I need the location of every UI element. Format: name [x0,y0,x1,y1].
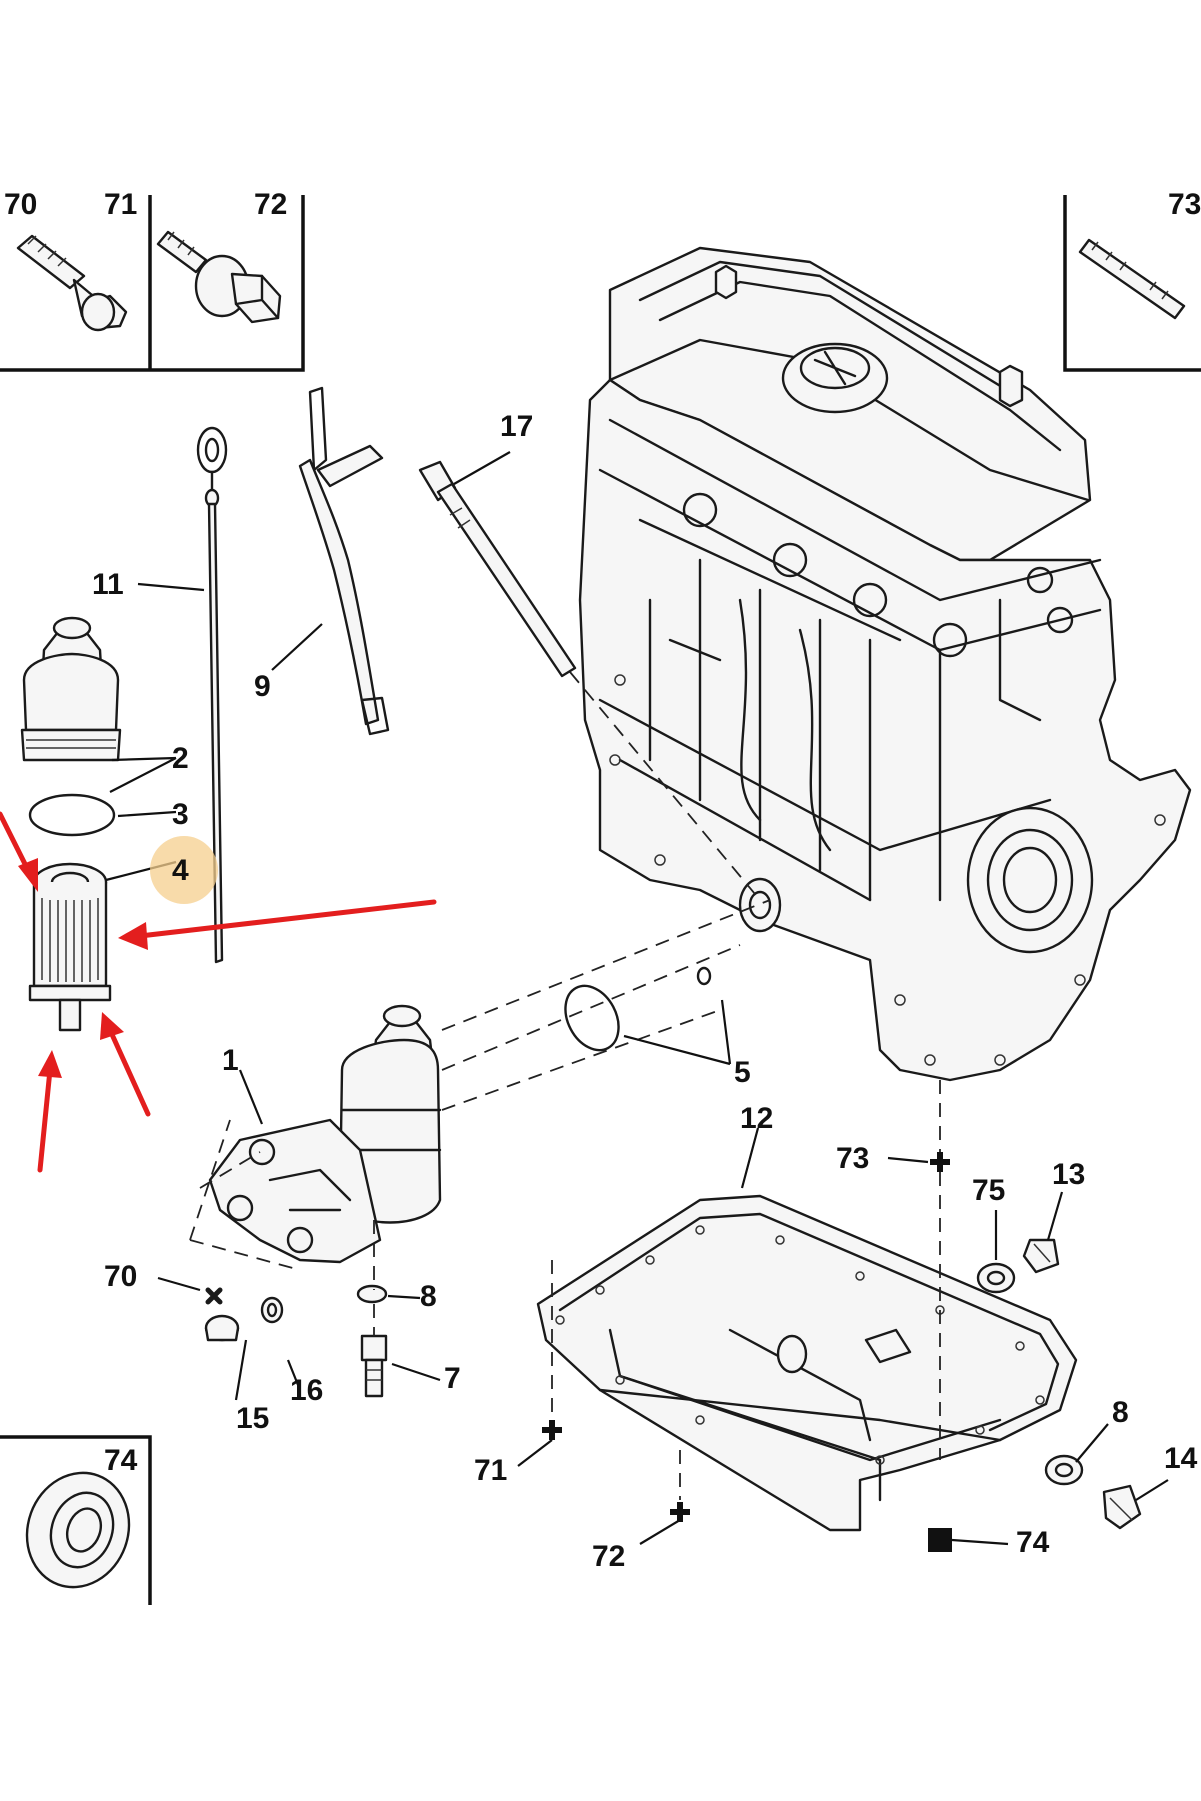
callout-17: 17 [500,410,533,443]
flange-bolt-icon [16,234,128,332]
callout-labels: 11 9 17 2 3 4 1 5 12 73 75 13 70 8 7 16 … [92,410,1198,1573]
dipstick-guide-tube [418,460,761,901]
callout-1: 1 [222,1044,239,1077]
crankshaft-flange [966,806,1094,954]
callout-74: 74 [104,1444,138,1477]
oil-pressure-switch-7 [360,1334,388,1398]
red-pointer-arrows [0,811,437,1173]
callout-3: 3 [172,798,189,831]
stud-bolt-icon [1063,195,1201,372]
fastener-cross-71 [542,1420,562,1440]
manifold-ports [682,492,1074,658]
callout-4: 4 [172,854,189,887]
oil-dipstick [196,426,228,964]
drain-plug-14 [1102,1484,1142,1530]
crankshaft-seal-icon [25,1471,131,1589]
fastener-cross-70 [205,1287,223,1305]
callout-73: 73 [1168,188,1201,221]
oil-filter-housing-1 [208,1004,442,1264]
callout-74b: 74 [1016,1526,1050,1559]
o-ring-seal-3 [28,793,116,837]
drain-plug-15 [204,1314,240,1342]
fastener-cross-73 [930,1152,950,1172]
small-seal-5 [696,966,712,986]
inset-box-74 [0,1435,152,1605]
callout-2: 2 [172,742,189,775]
oil-sump-pan-12 [536,1194,1078,1532]
callout-11: 11 [92,568,124,601]
callout-5: 5 [734,1056,751,1089]
callout-70b: 70 [104,1260,137,1293]
callout-70: 70 [4,188,37,221]
fastener-square-74 [928,1528,952,1552]
leader-lines [105,451,1169,1546]
callout-14: 14 [1164,1442,1198,1475]
fastener-inset-boxes: 70 71 72 73 [0,188,1201,372]
washer-75 [976,1262,1016,1294]
oil-filler-cap-icon [781,342,889,414]
washer-8 [356,1284,388,1304]
oil-filter-cap-2 [20,616,122,762]
sump-bolt-holes [555,1225,1045,1465]
callout-8b: 8 [1112,1396,1129,1429]
callout-9: 9 [254,670,271,703]
callout-12: 12 [740,1102,773,1135]
callout-71b: 71 [474,1454,507,1487]
dipstick-tube [298,386,390,736]
callout-15: 15 [236,1402,269,1435]
callout-8: 8 [420,1280,437,1313]
engine-block [578,246,1192,1082]
callout-7: 7 [444,1362,461,1395]
callout-72b: 72 [592,1540,625,1573]
o-ring-5 [564,984,620,1052]
washer-8b [1044,1454,1084,1486]
bolt-with-washer-icon [156,230,282,324]
callout-13: 13 [1052,1158,1085,1191]
callout-71: 71 [104,188,137,221]
block-bolt-holes [609,674,1166,1066]
fastener-cross-72 [670,1502,690,1522]
callout-72: 72 [254,188,287,221]
callout-4-highlight [150,836,218,904]
oil-filter-element-4 [28,862,112,1032]
drain-plug-13 [1022,1238,1060,1274]
callout-73b: 73 [836,1142,869,1175]
callout-16: 16 [290,1374,323,1407]
washer-16 [260,1296,284,1324]
callout-75: 75 [972,1174,1005,1207]
